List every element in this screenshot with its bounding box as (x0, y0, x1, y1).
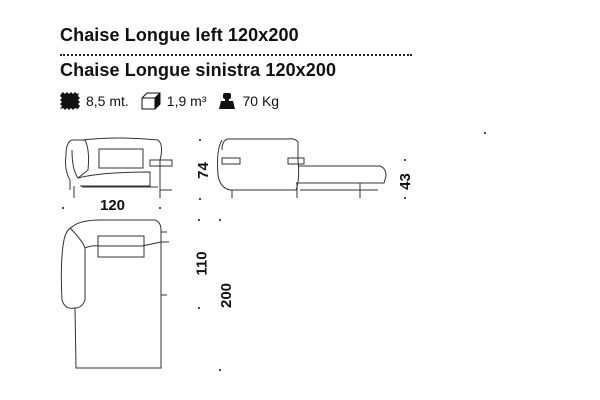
volume-value: 1,9 m³ (166, 93, 207, 109)
front-view-drawing (65, 137, 173, 198)
fabric-spec: 8,5 mt. (60, 92, 129, 110)
fabric-value: 8,5 mt. (86, 93, 129, 109)
back-depth-dimension: 110 (193, 251, 211, 276)
fabric-icon (60, 92, 80, 110)
title-english: Chaise Longue left 120x200 (60, 25, 299, 45)
height-dimension: 74 (194, 162, 212, 179)
weight-icon (219, 93, 236, 109)
top-view-drawing (60, 219, 169, 369)
weight-value: 70 Kg (242, 93, 280, 109)
volume-spec: 1,9 m³ (141, 92, 207, 110)
box-icon (141, 92, 161, 110)
title-italian: Chaise Longue sinistra 120x200 (60, 60, 337, 80)
width-dimension: 120 (100, 197, 126, 214)
dimension-dots (62, 132, 486, 371)
dotted-divider (60, 54, 412, 56)
weight-spec: 70 Kg (218, 92, 279, 110)
side-view-drawing (217, 138, 387, 198)
total-depth-dimension: 200 (218, 282, 236, 309)
spec-row: 8,5 mt. 1,9 m³ 70 Kg (60, 92, 291, 110)
seat-height-dimension: 43 (396, 173, 414, 190)
